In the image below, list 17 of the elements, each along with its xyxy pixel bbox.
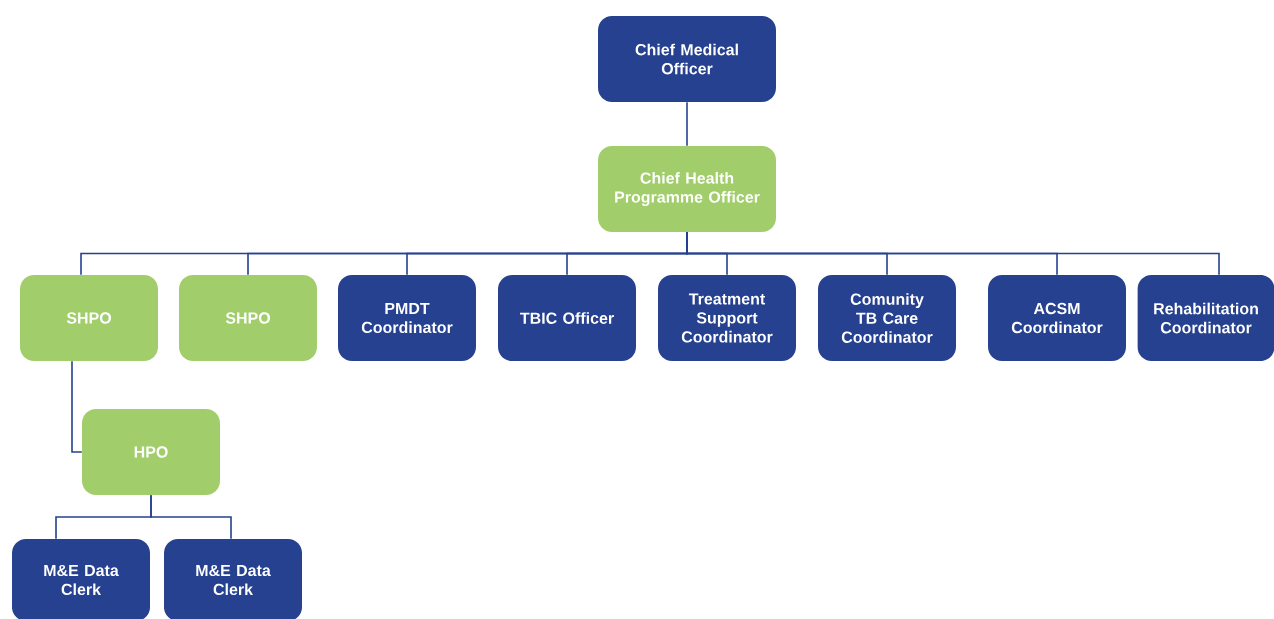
org-box: Rehabilitation Coordinator [1137,275,1274,361]
org-box: M&E Data Clerk [164,539,302,619]
connector-line [686,101,688,147]
org-box: TBIC Officer [498,275,636,361]
org-box: M&E Data Clerk [12,539,150,619]
org-box: HPO [82,409,220,495]
connector-line [686,231,1220,276]
org-box: SHPO [179,275,317,361]
org-box: ACSM Coordinator [988,275,1126,361]
org-box: SHPO [20,275,158,361]
org-box: Treatment Support Coordinator [658,275,796,361]
org-box: Chief Health Programme Officer [598,146,776,232]
connector-line [71,360,83,453]
org-box: Chief Medical Officer [598,16,776,102]
org-box: Comunity TB Care Coordinator [818,275,956,361]
org-box: PMDT Coordinator [338,275,476,361]
connector-line [150,494,232,540]
